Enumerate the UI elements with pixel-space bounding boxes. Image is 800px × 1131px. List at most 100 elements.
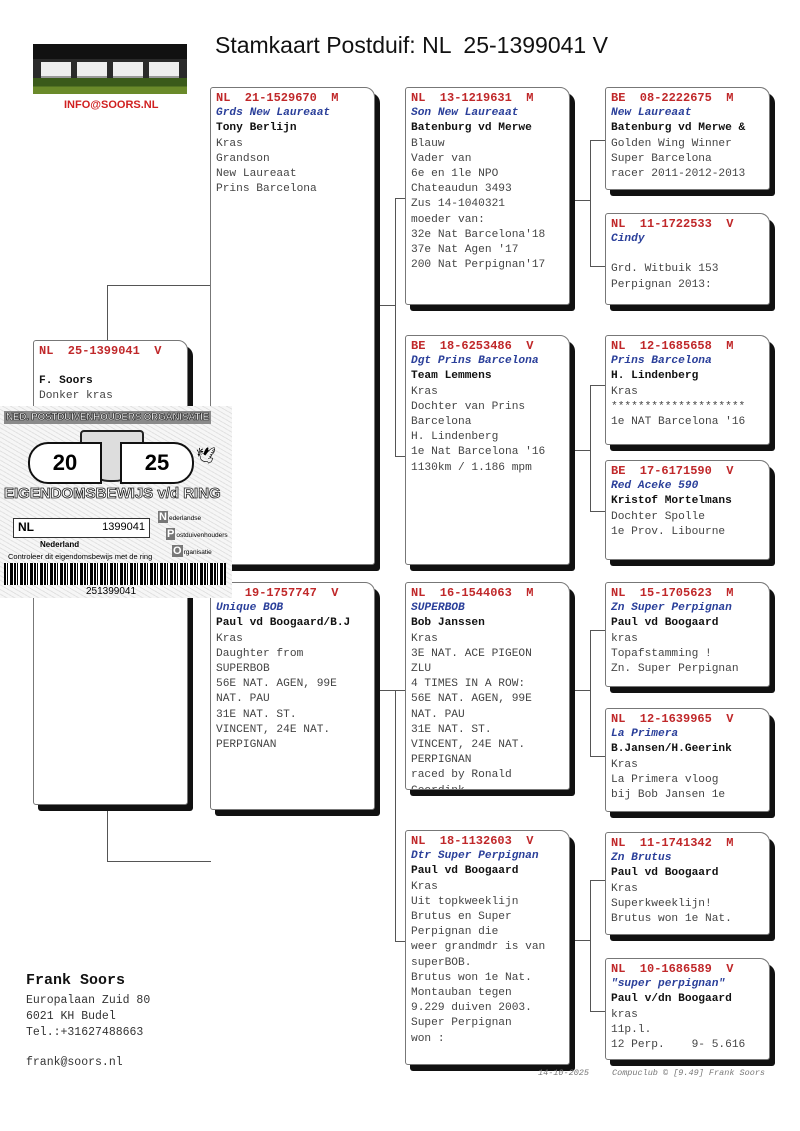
info-line: 32e Nat Barcelona'18 xyxy=(411,228,546,241)
info-line: NAT. PAU xyxy=(216,693,270,706)
info-line: Prins Barcelona xyxy=(216,183,317,196)
card-ring-field: NL 1399041 xyxy=(13,518,150,538)
info-line: 37e Nat Agen '17 xyxy=(411,244,519,257)
info-line: Kras xyxy=(216,632,243,645)
pigeon-name: Unique BOB xyxy=(216,602,284,615)
info-line: Chateaudun 3493 xyxy=(411,183,512,196)
ring-number: NL 11-1722533 V xyxy=(611,217,734,231)
ring-number: NL 16-1544063 M xyxy=(411,586,534,600)
info-line: PERPIGNAN xyxy=(216,739,277,752)
pigeon-name: Zn Super Perpignan xyxy=(611,602,732,615)
connector xyxy=(590,880,606,1012)
info-line: H. Lindenberg xyxy=(411,431,499,444)
info-line: bij Bob Jansen 1e xyxy=(611,789,726,802)
info-line: Daughter from xyxy=(216,647,304,660)
barcode-number: 251399041 xyxy=(86,586,137,597)
info-line: kras xyxy=(611,1008,638,1021)
logo-email: INFO@SOORS.NL xyxy=(64,99,159,111)
breeder-address: Europalaan Zuid 80 xyxy=(26,994,151,1007)
card-year-right: 25 xyxy=(120,442,194,484)
info-line: 9.229 duiven 2003. xyxy=(411,1002,532,1015)
connector xyxy=(590,630,606,757)
connector xyxy=(570,690,590,691)
info-line: Topafstamming ! xyxy=(611,647,712,660)
info-line: Zn. Super Perpignan xyxy=(611,663,739,676)
info-line: Kras xyxy=(411,880,438,893)
footer-date: 14-10-2025 xyxy=(538,1068,590,1078)
owner-name: Paul v/dn Boogaard xyxy=(611,993,732,1006)
connector xyxy=(570,450,590,451)
info-line: 3E NAT. ACE PIGEON xyxy=(411,647,532,660)
logo-image xyxy=(33,44,187,94)
ring-number: NL 11-1741342 M xyxy=(611,836,734,850)
info-line: 1130km / 1.186 mpm xyxy=(411,461,532,474)
card-country-code: NL xyxy=(18,520,34,534)
info-line: 31E NAT. ST. xyxy=(411,723,492,736)
info-line: Brutus en Super xyxy=(411,911,512,924)
info-line: New Laureaat xyxy=(216,168,297,181)
owner-name: Paul vd Boogaard xyxy=(411,865,519,878)
info-line: won : xyxy=(411,1032,445,1045)
pigeon-card-dam: NL 19-1757747 V Unique BOB Paul vd Boogaar… xyxy=(210,582,375,810)
connector xyxy=(570,200,590,201)
ring-number: NL 12-1685658 M xyxy=(611,339,734,353)
ring-number: BE 17-6171590 V xyxy=(611,464,734,478)
info-line: ******************** xyxy=(611,400,746,413)
info-line: Zus 14-1040321 xyxy=(411,198,505,211)
card-year-left: 20 xyxy=(28,442,102,484)
breeder-city: 6021 KH Budel xyxy=(26,1010,116,1023)
owner-name: Batenburg vd Merwe & xyxy=(611,122,746,135)
breeder-name: Frank Soors xyxy=(26,972,126,989)
info-line: Kras xyxy=(216,137,243,150)
info-line: racer 2011-2012-2013 xyxy=(611,168,746,181)
ring-number: BE 18-6253486 V xyxy=(411,339,534,353)
pigeon-name xyxy=(39,359,182,374)
connector xyxy=(570,940,590,941)
owner-name: Team Lemmens xyxy=(411,370,492,383)
info-line: 56E NAT. AGEN, 99E xyxy=(411,693,532,706)
card-organisation: NED. POSTDUIVENHOUDERS ORGANISATIE xyxy=(4,411,211,424)
ring-number: NL 18-1132603 V xyxy=(411,834,534,848)
ring-number: NL 19-1757747 V xyxy=(216,586,339,600)
barcode xyxy=(4,563,226,585)
connector xyxy=(375,690,395,691)
info-line: 1e Prov. Libourne xyxy=(611,525,726,538)
ring-number: NL 13-1219631 M xyxy=(411,91,534,105)
info-line: ZLU xyxy=(411,663,432,676)
owner-name: H. Lindenberg xyxy=(611,370,699,383)
ring-number: NL 10-1686589 V xyxy=(611,962,734,976)
pigeon-name: Cindy xyxy=(611,233,645,246)
info-line: raced by Ronald xyxy=(411,769,512,782)
connector xyxy=(590,140,606,267)
owner-name xyxy=(611,247,764,262)
owner-name: Paul vd Boogaard xyxy=(611,617,719,630)
info-line: Vader van xyxy=(411,152,472,165)
page-title: Stamkaart Postduif: NL 25-1399041 V xyxy=(215,32,608,58)
pigeon-name: Zn Brutus xyxy=(611,852,672,865)
connector xyxy=(590,385,606,512)
info-line: VINCENT, 24E NAT. xyxy=(411,739,526,752)
pigeon-name: Dgt Prins Barcelona xyxy=(411,355,539,368)
breeder-phone: Tel.:+31627488663 xyxy=(26,1026,144,1039)
info-line: Uit topkweeklijn xyxy=(411,895,519,908)
info-line: 56E NAT. AGEN, 99E xyxy=(216,678,337,691)
info-line: 1e Nat Barcelona '16 xyxy=(411,446,546,459)
ring-number: NL 12-1639965 V xyxy=(611,712,734,726)
owner-name: Paul vd Boogaard/B.J xyxy=(216,617,351,630)
info-line: Dochter Spolle xyxy=(611,510,705,523)
ownership-card: NED. POSTDUIVENHOUDERS ORGANISATIE 20 25… xyxy=(0,406,232,598)
ring-number: NL 21-1529670 M xyxy=(216,91,339,105)
pigeon-name: New Laureaat xyxy=(611,107,692,120)
breeder-email: frank@soors.nl xyxy=(26,1056,123,1069)
owner-name: Tony Berlijn xyxy=(216,122,297,135)
